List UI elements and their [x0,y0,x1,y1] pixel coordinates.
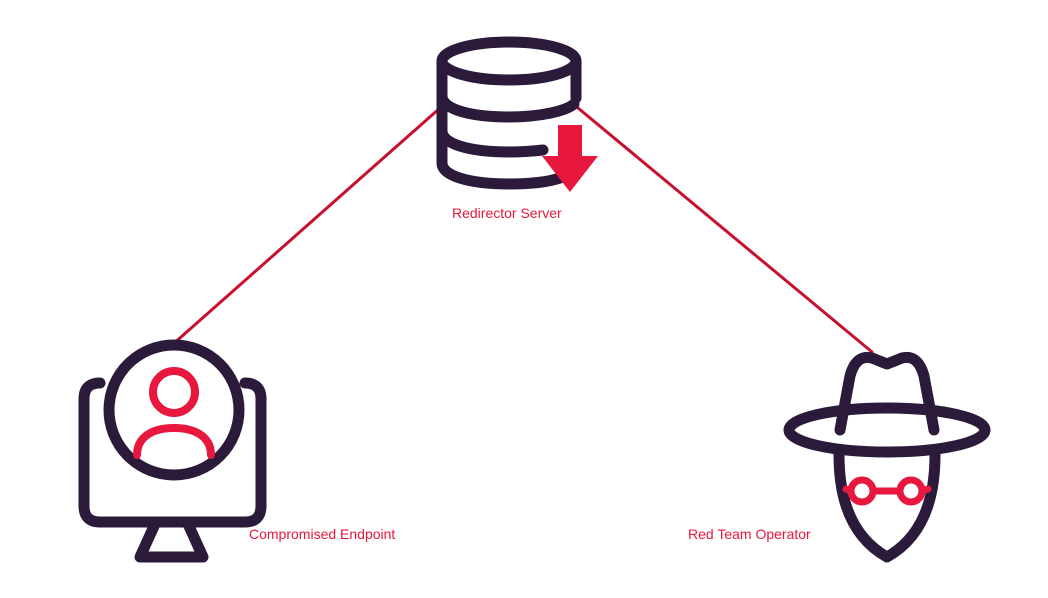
database-download-icon [436,36,582,190]
monitor-user-icon [78,339,267,563]
connection-redirector-operator [576,106,874,354]
red-team-operator-label: Red Team Operator [688,526,811,542]
spy-hat-icon [783,351,991,563]
redirector-server-label: Redirector Server [452,205,562,221]
compromised-endpoint-label: Compromised Endpoint [249,526,396,542]
download-arrow-icon [542,125,598,192]
connection-redirector-endpoint [170,106,442,347]
